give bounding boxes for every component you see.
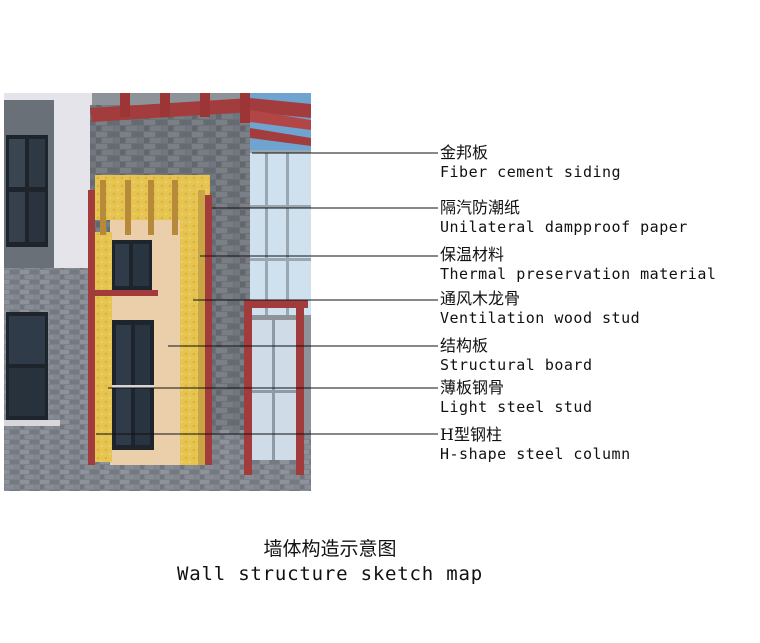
right-glazing (244, 150, 311, 475)
label-zh: 保温材料 (440, 245, 505, 264)
label-en: H-shape steel column (440, 445, 631, 463)
label-zh: H型钢柱 (440, 425, 502, 444)
label-en: Ventilation wood stud (440, 309, 641, 327)
label-fiber-cement-siding: 金邦板 Fiber cement siding (440, 145, 621, 180)
label-ventilation-wood-stud: 通风木龙骨 Ventilation wood stud (440, 291, 640, 326)
label-en: Thermal preservation material (440, 265, 717, 283)
label-structural-board: 结构板 Structural board (440, 338, 593, 373)
window-left-upper (6, 135, 48, 247)
label-en: Unilateral dampproof paper (440, 218, 688, 236)
label-h-shape-steel-column: H型钢柱 H-shape steel column (440, 427, 631, 462)
wall-cutaway (88, 175, 212, 465)
label-zh: 结构板 (440, 336, 489, 355)
leader-lines (96, 152, 438, 435)
label-zh: 金邦板 (440, 143, 489, 162)
caption-zh: 墙体构造示意图 (263, 538, 397, 560)
label-dampproof-paper: 隔汽防潮纸 Unilateral dampproof paper (440, 200, 688, 235)
diagram-caption: 墙体构造示意图 Wall structure sketch map (0, 540, 660, 584)
label-zh: 薄板钢骨 (440, 378, 505, 397)
label-thermal-preservation: 保温材料 Thermal preservation material (440, 247, 716, 282)
label-en: Structural board (440, 356, 593, 374)
label-zh: 通风木龙骨 (440, 289, 521, 308)
window-left-lower (4, 312, 60, 426)
label-light-steel-stud: 薄板钢骨 Light steel stud (440, 380, 593, 415)
building-photo (4, 93, 311, 491)
label-en: Light steel stud (440, 398, 593, 416)
label-zh: 隔汽防潮纸 (440, 198, 521, 217)
caption-en: Wall structure sketch map (177, 563, 483, 585)
roof-pergola (90, 93, 311, 146)
label-en: Fiber cement siding (440, 163, 622, 181)
